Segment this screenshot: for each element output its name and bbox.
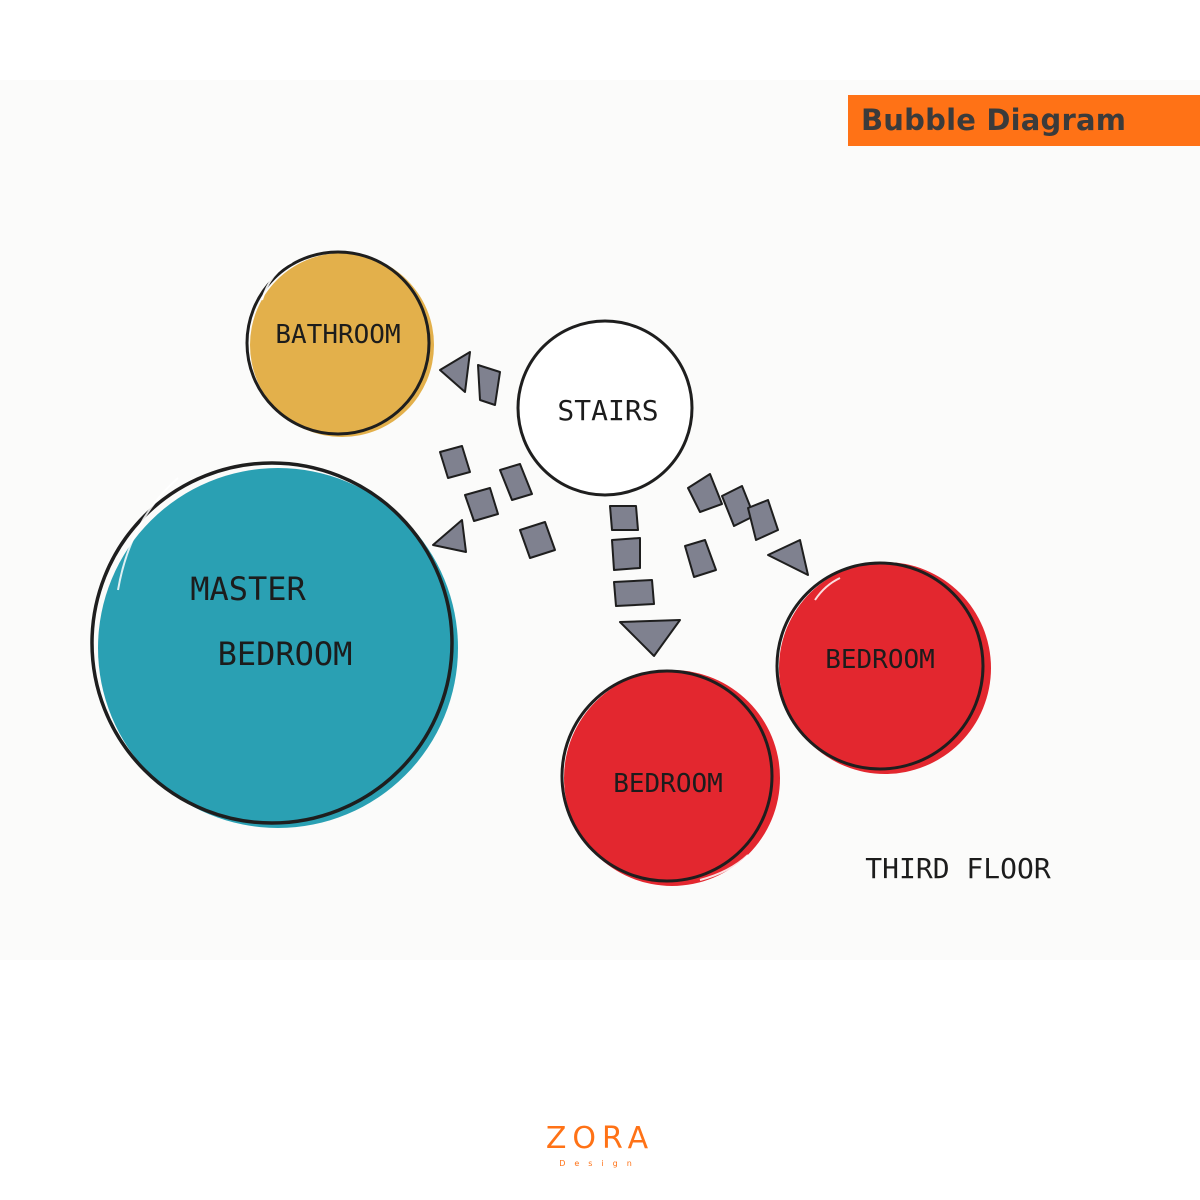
bedroom-right-label: BEDROOM bbox=[825, 645, 935, 675]
zora-logo-subtitle: Design bbox=[559, 1159, 641, 1168]
master-bedroom-bubble: MASTER BEDROOM bbox=[90, 461, 458, 828]
bedroom-bubble-bottom: BEDROOM bbox=[560, 669, 780, 886]
master-label-line1: MASTER bbox=[190, 570, 306, 608]
stairs-label: STAIRS bbox=[557, 394, 658, 427]
bathroom-bubble: BATHROOM bbox=[245, 250, 434, 437]
bedroom-bubble-right: BEDROOM bbox=[775, 561, 991, 774]
arrow-stairs-to-bathroom bbox=[439, 351, 501, 406]
arrow-stairs-to-bedroom-bottom bbox=[609, 505, 681, 657]
arrow-stairs-to-master bbox=[432, 445, 556, 559]
floor-label: THIRD FLOOR bbox=[865, 852, 1051, 885]
bedroom-bottom-label: BEDROOM bbox=[613, 769, 723, 799]
zora-logo: ZORA bbox=[545, 1121, 655, 1156]
title-badge: Bubble Diagram bbox=[848, 95, 1200, 146]
arrow-stairs-to-bedroom-right bbox=[684, 473, 809, 578]
bathroom-label: BATHROOM bbox=[275, 320, 400, 350]
master-label-line2: BEDROOM bbox=[218, 635, 353, 673]
stairs-bubble: STAIRS bbox=[516, 319, 694, 497]
